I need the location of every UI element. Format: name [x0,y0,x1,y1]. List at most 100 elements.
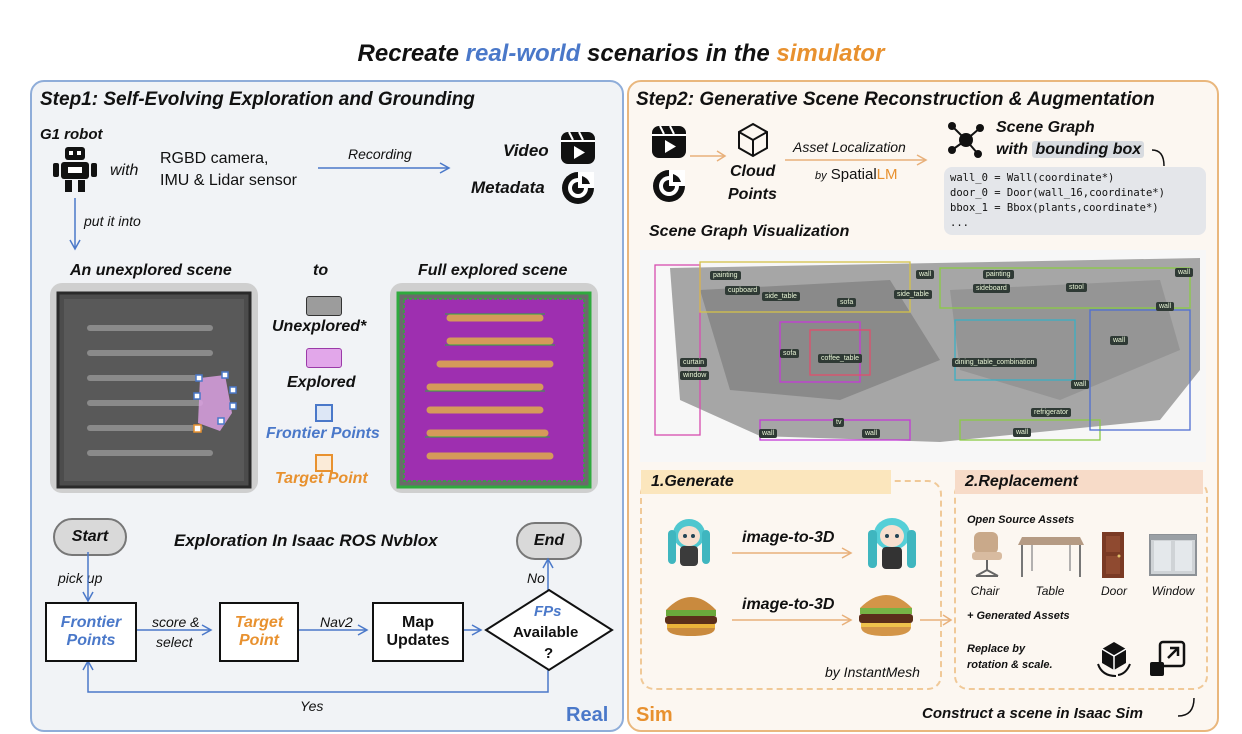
frontier-points-box: Frontier Points [45,602,137,662]
scene-graph-code: wall_0 = Wall(coordinate*)door_0 = Door(… [944,167,1206,235]
legend-explored-label: Explored [287,374,356,391]
spatiallm-by: by [815,170,827,182]
start-node: Start [53,518,127,556]
burger-3d-model [859,595,913,636]
cloud-icon [738,122,768,158]
scene-tag: wall [1110,336,1129,345]
generate-to-replace-arrow [920,614,953,626]
step2-title: Step2: Generative Scene Reconstruction &… [636,89,1155,110]
target-box-line-1: Target [234,614,284,631]
legend-target-swatch [315,454,333,472]
table-image [1018,537,1084,577]
explored-map [390,283,598,493]
unexplored-map-drawing [56,291,252,489]
image-to-3d-label-1: image-to-3D [742,529,835,546]
scene-graph-bounding-box: bounding box [1032,141,1145,158]
asset-label: Chair [970,584,1000,598]
scene-graph-visualization: painting cupboard side_table sofa side_t… [640,250,1206,462]
video-icon [652,125,686,158]
replace-line-1: Replace by [967,643,1026,655]
unexplored-scene-title: An unexplored scene [70,262,232,279]
scene-tag: wall [1071,380,1090,389]
cloud-line-1: Cloud [730,163,776,180]
scene-tag: wall [1175,268,1194,277]
asset-localization-arrow [785,154,928,166]
figure-title: Recreate real-world scenarios in the sim… [0,40,1242,68]
scene-tag: sofa [837,298,857,307]
scene-tag: wall [862,429,881,438]
map-box-line-1: Map [402,614,434,631]
scene-graph-line-1: Scene Graph [996,119,1095,136]
robot-icon [53,147,97,192]
window-image [1149,534,1197,576]
scene-tag: wall [1156,302,1175,311]
cloud-line-2: Points [728,186,777,203]
by-instantmesh: by InstantMesh [825,664,920,680]
title-simulator: simulator [776,40,885,67]
doll-3d-model [868,518,916,569]
replacement-header: 2.Replacement [955,470,1203,494]
metadata-icon [562,172,594,204]
recording-label: Recording [348,146,412,162]
real-corner-label: Real [566,704,609,726]
chair-image [972,532,1002,577]
title-part-3: scenarios in the [580,40,777,67]
video-label: Video [503,141,549,160]
resize-icon [1150,640,1186,676]
scene-tag: window [680,371,710,380]
fps-line-3: ? [544,645,554,662]
pick-up-label: pick up [58,570,103,586]
yes-label: Yes [300,698,324,714]
scene-tag: tv [833,418,845,427]
code-line: wall_0 = Wall(coordinate*) [950,172,1115,184]
scene-tag: painting [983,270,1014,279]
scene-graph-vis-title: Scene Graph Visualization [649,223,850,240]
metadata-icon [653,170,685,202]
legend-frontier-label: Frontier Points [266,425,380,442]
metadata-label: Metadata [471,178,545,197]
doll-image [668,519,710,566]
nav2-label: Nav2 [320,614,353,630]
scene-tag: sideboard [973,284,1010,293]
scene-tag: wall [916,270,935,279]
sensors-line-1: RGBD camera, [160,150,269,167]
score-label-2: select [156,634,193,650]
cube-rotate-icon [1097,642,1131,677]
video-icon [561,131,595,164]
asset-label: Window [1151,584,1195,598]
asset-label: Table [1035,584,1065,598]
spatiallm-a: Spatial [830,166,877,183]
step1-title: Step1: Self-Evolving Exploration and Gro… [40,89,475,110]
flow-connectors [82,552,554,693]
image-to-3d-arrow-2 [732,614,853,626]
map-box-line-2: Updates [386,632,450,649]
frontier-box-line-1: Frontier [60,614,122,631]
with-label: with [110,162,139,179]
to-cloud-arrow [690,150,727,162]
burger-image [665,597,717,636]
generated-assets-label: + Generated Assets [967,610,1070,622]
curve-mark [1151,149,1165,167]
scene-tag: dining_table_combination [952,358,1038,367]
generate-box [640,480,942,690]
scene-graph-line-2: with bounding box [996,141,1145,159]
scene-graph-with: with [996,141,1033,158]
legend-unexplored-swatch [306,296,342,316]
scene-tag: painting [710,271,741,280]
title-part-1: Recreate [357,40,466,67]
spatiallm-label: by SpatialLM [815,166,898,183]
map-updates-box: Map Updates [372,602,464,662]
open-source-label: Open Source Assets [967,514,1075,526]
legend-target-label: Target Point [275,470,368,487]
point-cloud-drawing [654,258,1200,442]
generate-header: 1.Generate [641,470,891,494]
legend-frontier-swatch [315,404,333,422]
no-label: No [527,570,545,586]
target-box-line-2: Point [239,632,279,649]
robot-label: G1 robot [40,126,103,143]
scene-tag: stool [1066,283,1087,292]
sim-corner-label: Sim [636,704,673,726]
fps-diamond [484,588,614,672]
fps-line-2: Available [513,624,579,641]
scene-tag: wall [759,429,778,438]
